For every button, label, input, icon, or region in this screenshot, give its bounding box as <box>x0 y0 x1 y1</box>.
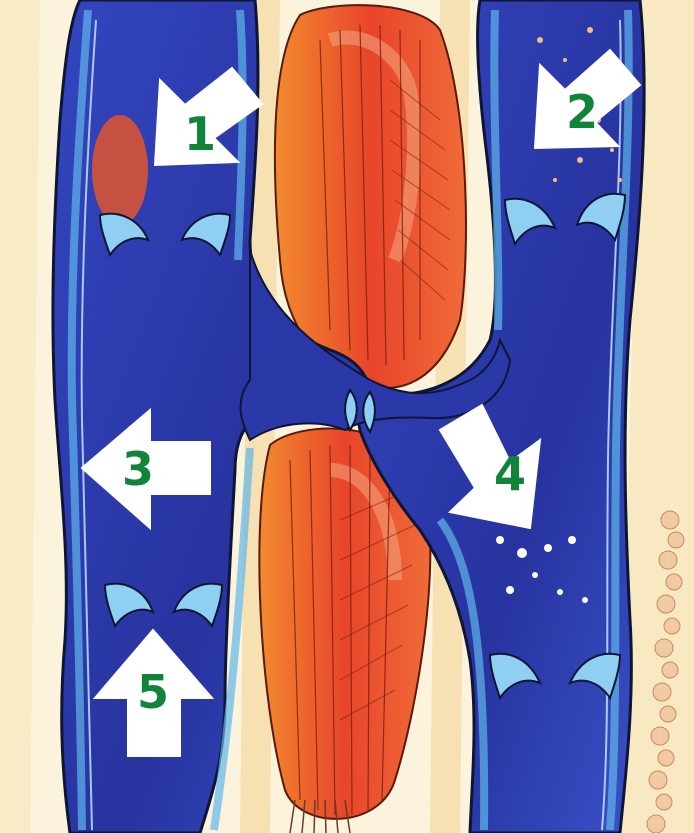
arrow-2-label: 2 <box>566 85 598 139</box>
upper-muscle <box>275 5 466 388</box>
arrow-5-label: 5 <box>137 665 169 719</box>
arrow-1-label: 1 <box>184 107 216 161</box>
arrow-4-label: 4 <box>494 447 526 501</box>
arrow-3-label: 3 <box>122 442 154 496</box>
blood-clot <box>92 115 148 225</box>
